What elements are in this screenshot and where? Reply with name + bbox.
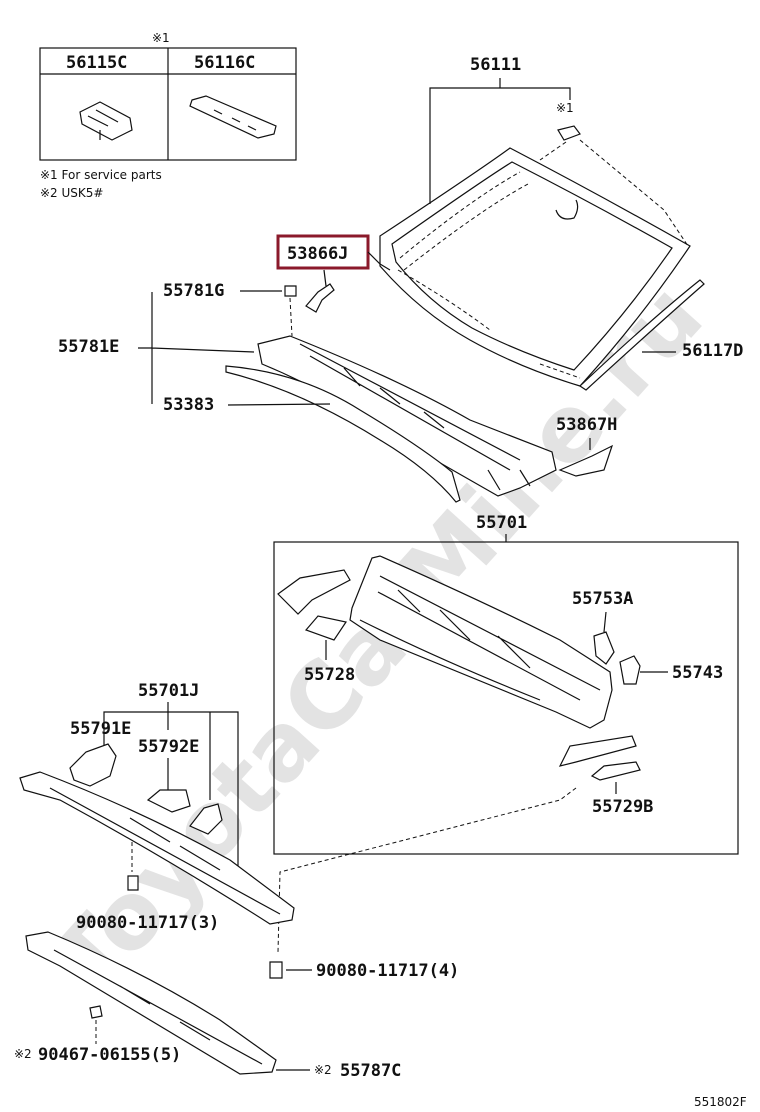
label-55701j: 55701J (138, 681, 199, 701)
label-90467-mark: ※2 (14, 1047, 32, 1061)
cowl-panel (349, 555, 613, 729)
footnote-service-parts: ※1 For service parts (40, 168, 162, 182)
label-56117d: 56117D (682, 341, 743, 361)
label-56111-note: ※1 (556, 101, 574, 115)
label-53866j[interactable]: 53866J (287, 244, 348, 264)
label-90080-4: 90080-11717(4) (316, 961, 459, 981)
label-55792e: 55792E (138, 737, 199, 757)
label-90080-3: 90080-11717(3) (76, 913, 219, 933)
label-55743: 55743 (672, 663, 723, 683)
label-55781g: 55781G (163, 281, 224, 301)
label-55728: 55728 (304, 665, 355, 685)
label-55791e: 55791E (70, 719, 131, 739)
box-55701 (273, 541, 739, 855)
label-90467: 90467-06155(5) (38, 1045, 181, 1065)
inset-note-mark: ※1 (152, 31, 170, 45)
label-55787c-mark: ※2 (314, 1063, 332, 1077)
inset-col-56116c: 56116C (194, 53, 255, 73)
label-53867h: 53867H (556, 415, 617, 435)
inset-col-56115c: 56115C (66, 53, 127, 73)
label-56111: 56111 (470, 55, 521, 75)
lower-cowl-member (25, 931, 277, 1075)
windshield-glass (379, 125, 691, 387)
footnote-usk5: ※2 USK5# (40, 186, 103, 200)
label-55753a: 55753A (572, 589, 633, 609)
diagram-id: 551802F (694, 1095, 747, 1109)
service-parts-inset: ※1 56115C 56116C ※1 For service parts ※2… (39, 31, 297, 200)
cowl-louver (257, 335, 557, 497)
cowl-side-member (19, 771, 295, 925)
label-53383: 53383 (163, 395, 214, 415)
label-55781e: 55781E (58, 337, 119, 357)
label-55787c: 55787C (340, 1061, 401, 1081)
label-55729b: 55729B (592, 797, 653, 817)
label-55701: 55701 (476, 513, 527, 533)
